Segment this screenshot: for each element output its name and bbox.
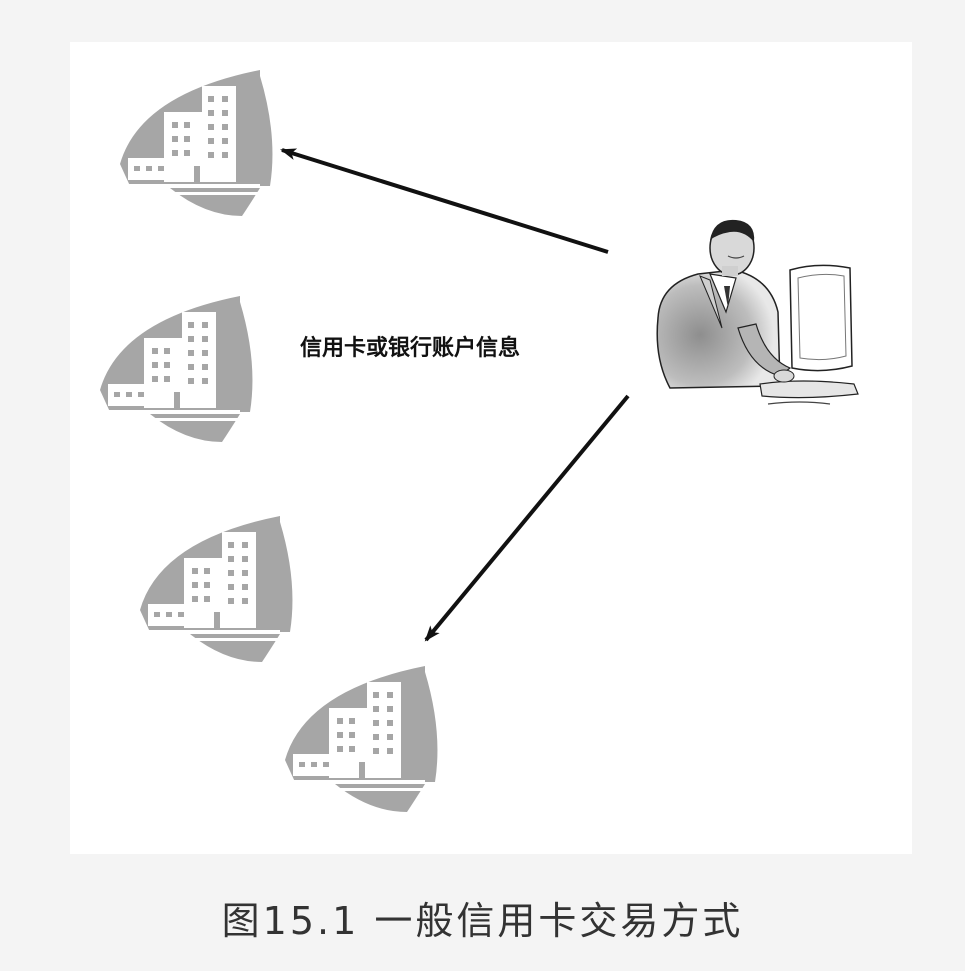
message-label: 信用卡或银行账户信息: [300, 336, 521, 361]
user-at-computer-icon: [656, 219, 859, 405]
figure-caption: 图15.1 一般信用卡交易方式: [221, 899, 744, 943]
arrow-to-bank-4: [424, 394, 630, 642]
arrow-to-bank-1: [280, 148, 609, 254]
